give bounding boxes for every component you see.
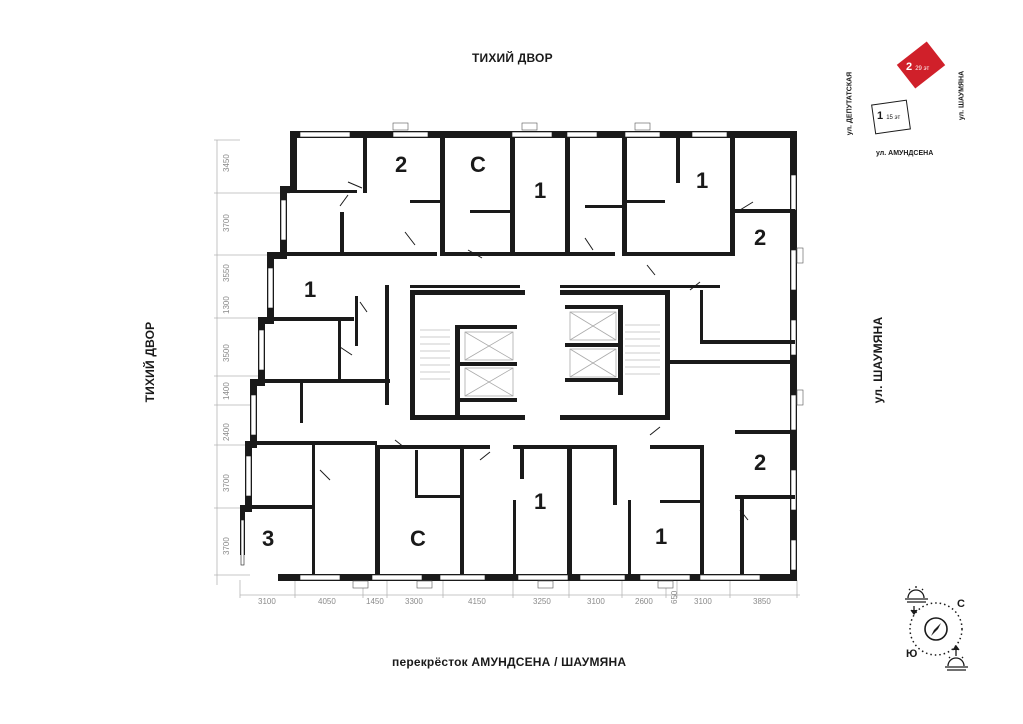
compass-north-label: С [957, 598, 965, 610]
svg-text:3700: 3700 [222, 474, 231, 492]
vent-grilles [352, 122, 804, 589]
svg-text:1300: 1300 [222, 296, 231, 314]
dimension-values-bottom: 3100 4050 1450 3300 4150 3250 3100 2600 … [258, 590, 771, 606]
apartment-type-label: 2 [395, 152, 407, 177]
svg-text:3100: 3100 [587, 597, 605, 606]
site-plan: 2 29 эт 1 15 эт ул. ДЕПУТАТСКАЯ ул. ШАУМ… [840, 40, 990, 170]
svg-text:3100: 3100 [258, 597, 276, 606]
label-top-quiet-yard: ТИХИЙ ДВОР [472, 51, 553, 65]
svg-text:3450: 3450 [222, 154, 231, 172]
building-2-floors: 29 эт [915, 66, 930, 72]
dimension-lines [214, 139, 800, 598]
apartment-labels: 2 С 1 1 2 1 2 3 С 1 1 [262, 152, 766, 551]
elevators [464, 311, 617, 397]
svg-text:3300: 3300 [405, 597, 423, 606]
apartment-type-label: 2 [754, 225, 766, 250]
svg-text:4150: 4150 [468, 597, 486, 606]
svg-text:2600: 2600 [635, 597, 653, 606]
compass-icon [924, 617, 948, 641]
stairs [420, 324, 660, 380]
svg-text:3500: 3500 [222, 344, 231, 362]
svg-text:3700: 3700 [222, 214, 231, 232]
sunset-icon [945, 644, 968, 671]
apartment-type-label: С [410, 526, 426, 551]
compass-widget: С Ю [880, 580, 990, 690]
svg-text:3700: 3700 [222, 537, 231, 555]
apartment-type-label: 1 [304, 277, 316, 302]
street-amundsena: ул. АМУНДСЕНА [876, 150, 934, 157]
apartment-type-label: 1 [655, 524, 667, 549]
interior-walls [252, 138, 795, 575]
svg-text:650: 650 [670, 590, 679, 604]
svg-text:4050: 4050 [318, 597, 336, 606]
sunrise-icon [905, 586, 928, 616]
apartment-type-label: 1 [696, 168, 708, 193]
building-2-number: 2 [906, 61, 913, 73]
svg-text:3250: 3250 [533, 597, 551, 606]
svg-text:3850: 3850 [753, 597, 771, 606]
apartment-type-label: С [470, 152, 486, 177]
exterior-walls [240, 131, 797, 581]
svg-text:3100: 3100 [694, 597, 712, 606]
svg-text:2400: 2400 [222, 423, 231, 441]
compass-south-label: Ю [906, 648, 918, 660]
door-swings [319, 181, 754, 521]
building-1-number: 1 [877, 110, 884, 122]
label-bottom-intersection: перекрёсток АМУНДСЕНА / ШАУМЯНА [392, 655, 627, 669]
svg-text:1450: 1450 [366, 597, 384, 606]
svg-text:3550: 3550 [222, 264, 231, 282]
apartment-type-label: 2 [754, 450, 766, 475]
svg-text:1400: 1400 [222, 382, 231, 400]
windows [240, 131, 797, 581]
apartment-type-label: 1 [534, 178, 546, 203]
building-1-floors: 15 эт [886, 115, 901, 121]
compass-graphic [905, 586, 968, 671]
dimension-values-left: 3450 3700 3550 1300 3500 1400 2400 3700 … [222, 154, 231, 555]
apartment-type-label: 1 [534, 489, 546, 514]
apartment-type-label: 3 [262, 526, 274, 551]
